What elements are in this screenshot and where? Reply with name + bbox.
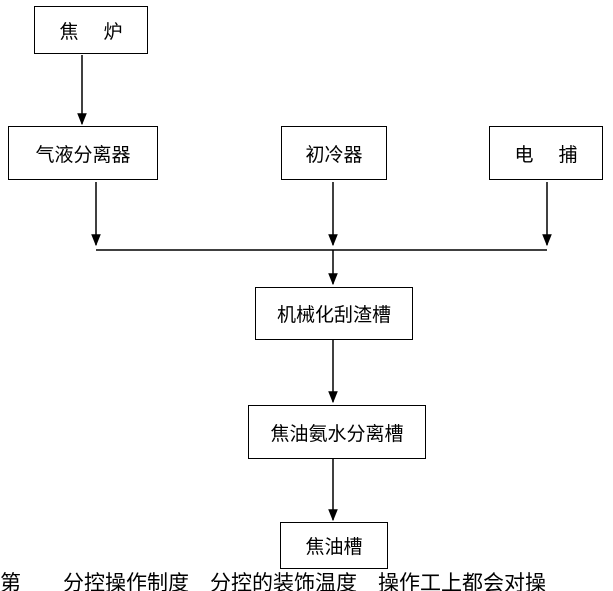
node-tar-ammonia-separation-tank: 焦油氨水分离槽 <box>248 405 426 459</box>
node-electric-catcher: 电 捕 <box>489 126 603 180</box>
cut-off-caption: 第 分控操作制度 分控的装饰温度 操作工上都会对操 <box>0 571 546 591</box>
node-mechanized-scraper-tank: 机械化刮渣槽 <box>255 287 413 340</box>
node-coke-oven: 焦 炉 <box>34 6 148 54</box>
node-primary-cooler: 初冷器 <box>281 126 387 180</box>
node-gas-liquid-separator: 气液分离器 <box>8 126 158 180</box>
node-tar-tank: 焦油槽 <box>280 522 388 569</box>
